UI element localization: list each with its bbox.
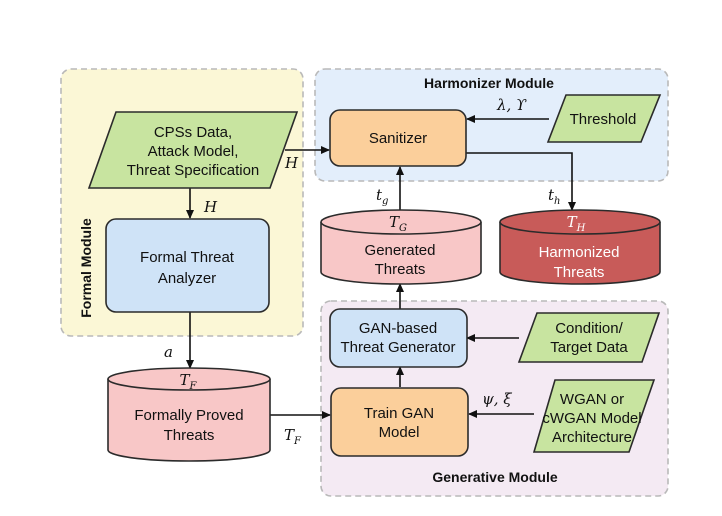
harmonized-threats-node: TH Harmonized Threats [499, 209, 661, 285]
label-h-sanitizer: H [284, 154, 299, 172]
train-gan-line-1: Train GAN [364, 405, 434, 422]
harmonizer-module-title: Harmonizer Module [424, 75, 554, 91]
train-gan-line-2: Model [379, 424, 420, 441]
cps-data-line-2: Attack Model, [148, 143, 239, 160]
wgan-line-2: cWGAN Model [542, 410, 641, 427]
gan-generator-line-2: Threat Generator [340, 339, 455, 356]
formal-analyzer-line-2: Analyzer [158, 270, 216, 287]
cps-data-node: CPSs Data, Attack Model, Threat Specific… [87, 111, 299, 189]
wgan-line-1: WGAN or [560, 391, 624, 408]
train-gan-node: Train GAN Model [330, 387, 469, 457]
harmonized-symbol: TH [567, 213, 586, 234]
label-tf: TF [284, 426, 302, 447]
formally-proved-symbol: TF [180, 371, 198, 392]
label-h-analyzer: H [203, 198, 218, 216]
edge-labels: H H λ, ϒ tg th a ψ, ξ TF [164, 96, 560, 447]
threshold-label: Threshold [570, 111, 637, 128]
formally-proved-node: TF Formally Proved Threats [107, 367, 271, 462]
condition-line-1: Condition/ [555, 320, 623, 337]
wgan-node: WGAN or cWGAN Model Architecture [532, 379, 656, 453]
label-lambda-upsilon: λ, ϒ [496, 96, 527, 114]
gan-generator-line-1: GAN-based [359, 320, 437, 337]
harmonized-line-1: Harmonized [539, 244, 620, 261]
generated-threats-node: TG Generated Threats [320, 209, 482, 285]
label-a: a [164, 343, 173, 361]
harmonized-line-2: Threats [554, 264, 605, 281]
sanitizer-node: Sanitizer [329, 109, 467, 167]
label-tg: tg [376, 186, 388, 207]
sanitizer-label: Sanitizer [369, 130, 427, 147]
formal-analyzer-node: Formal Threat Analyzer [105, 218, 270, 313]
generative-module-title: Generative Module [432, 469, 557, 485]
generated-symbol: TG [389, 213, 407, 234]
condition-line-2: Target Data [550, 339, 628, 356]
generated-line-1: Generated [365, 242, 436, 259]
edge-sanitizer-to-harmonized [466, 152, 576, 211]
cps-data-line-1: CPSs Data, [154, 124, 232, 141]
gan-generator-node: GAN-based Threat Generator [329, 308, 468, 368]
label-psi-xi: ψ, ξ [482, 390, 512, 408]
condition-node: Condition/ Target Data [517, 312, 661, 363]
wgan-line-3: Architecture [552, 429, 632, 446]
cps-data-line-3: Threat Specification [127, 162, 260, 179]
edges [186, 115, 576, 419]
label-th: th [548, 186, 560, 207]
formal-module-title: Formal Module [78, 218, 94, 318]
formal-analyzer-line-1: Formal Threat [140, 249, 235, 266]
formally-proved-line-1: Formally Proved [134, 407, 243, 424]
formally-proved-line-2: Threats [164, 427, 215, 444]
generated-line-2: Threats [375, 261, 426, 278]
threshold-node: Threshold [546, 94, 662, 143]
